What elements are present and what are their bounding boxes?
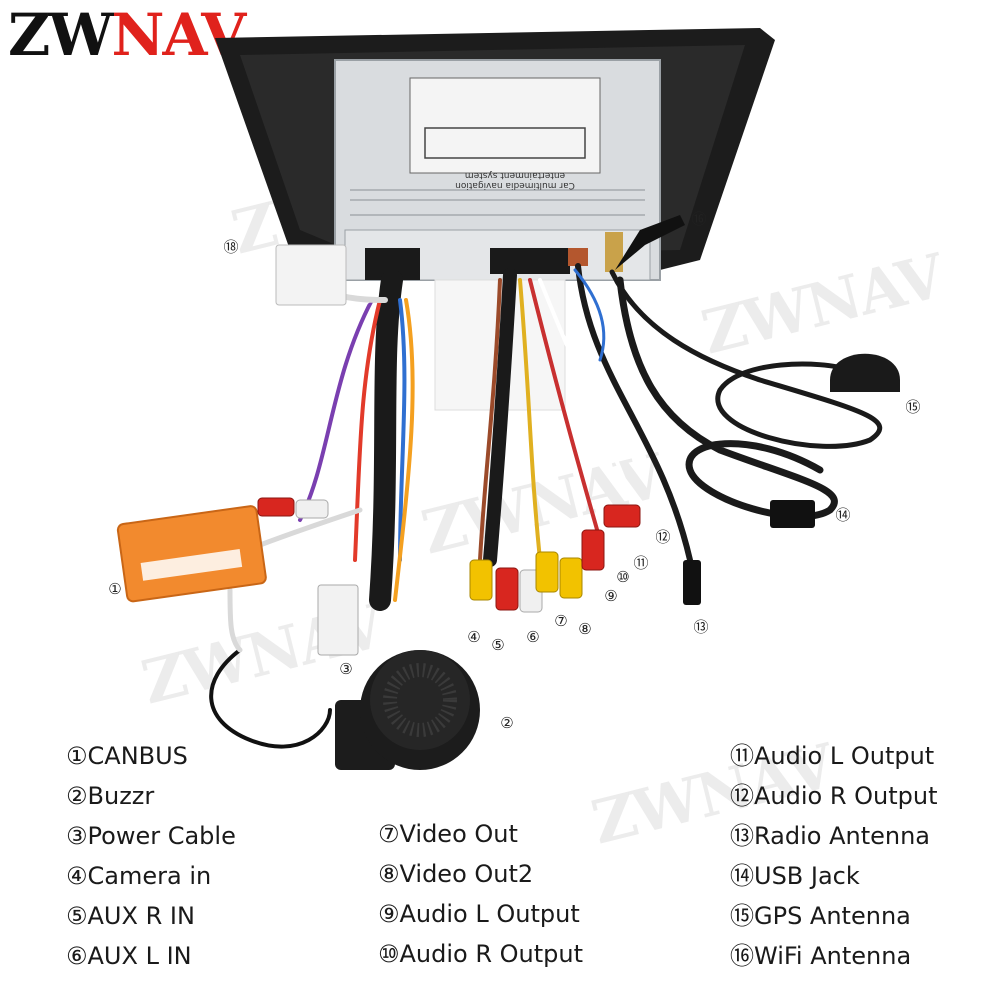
legend-item: ⑯WiFi Antenna (730, 942, 912, 970)
wire (353, 298, 382, 562)
legend-item: ③Power Cable (66, 822, 236, 850)
rca-plug-yellow (559, 557, 583, 599)
usb-cable (616, 276, 838, 520)
connector-radio (568, 248, 588, 266)
connector-gps (605, 232, 623, 272)
legend-item: ①CANBUS (66, 742, 188, 770)
harness-av (483, 268, 517, 567)
canbus-box (116, 505, 267, 603)
unit-sticker-box (424, 127, 586, 159)
wire (538, 278, 642, 522)
wire (298, 298, 374, 522)
callout-15: ⑮ (905, 398, 921, 416)
callout-2: ② (500, 714, 514, 732)
legend-item: ⑤AUX R IN (66, 902, 195, 930)
legend-item: ④Camera in (66, 862, 212, 890)
legend-column-3: ⑪Audio L Output ⑫Audio R Output ⑬Radio A… (730, 736, 938, 976)
rca-plug-red (495, 567, 519, 611)
legend-item: ⑨Audio L Output (378, 900, 580, 928)
wifi-antenna (615, 215, 685, 270)
callout-18: ⑱ (223, 238, 239, 256)
callout-10: ⑩ (616, 568, 630, 586)
legend-item: ⑩Audio R Output (378, 940, 584, 968)
rca-plug-yellow (535, 551, 559, 593)
callout-7: ⑦ (554, 612, 568, 630)
callout-5: ⑤ (491, 636, 505, 654)
wire (298, 298, 372, 432)
wire (573, 268, 606, 362)
power-plug (317, 584, 359, 656)
callout-1: ① (108, 580, 122, 598)
radio-antenna-plug (683, 560, 701, 605)
harness-main (369, 269, 403, 611)
callout-16: ⑯ (691, 210, 707, 228)
legend-item: ②Buzzr (66, 782, 155, 810)
callout-6: ⑥ (526, 628, 540, 646)
unit-sticker (409, 77, 601, 174)
legend-item: ⑦Video Out (378, 820, 518, 848)
canbus-wire (227, 587, 243, 653)
wire (398, 298, 407, 562)
unit-label: Car multimedia navigation entertainment … (455, 170, 575, 190)
harness-plug (275, 244, 347, 306)
wire (393, 298, 415, 602)
legend-column-2: ⑦Video Out ⑧Video Out2 ⑨Audio L Output ⑩… (378, 814, 583, 974)
gps-cable (609, 269, 883, 449)
brand-logo: ZWNAV (8, 0, 246, 70)
legend-column-1: ①CANBUS ②Buzzr ③Power Cable ④Camera in ⑤… (66, 736, 236, 976)
rca-plug-yellow (469, 559, 493, 601)
connector-av (490, 248, 570, 274)
callout-4: ④ (467, 628, 481, 646)
buzzer-cable (209, 648, 332, 749)
callout-8: ⑧ (578, 620, 592, 638)
rca-plug-red (581, 529, 605, 571)
callout-13: ⑬ (693, 618, 709, 636)
legend-item: ⑫Audio R Output (730, 782, 938, 810)
wire (528, 278, 602, 542)
legend-item: ⑪Audio L Output (730, 742, 935, 770)
legend-item: ⑮GPS Antenna (730, 902, 911, 930)
rca-plug-white (295, 499, 329, 519)
radio-antenna-cable (575, 263, 693, 563)
legend-item: ⑥AUX L IN (66, 942, 192, 970)
callout-11: ⑪ (633, 554, 649, 572)
buzzer (335, 650, 480, 770)
legend-item: ⑬Radio Antenna (730, 822, 931, 850)
wire (518, 278, 542, 562)
legend-item: ⑭USB Jack (730, 862, 860, 890)
callout-12: ⑫ (655, 528, 671, 546)
callout-14: ⑭ (835, 506, 851, 524)
wire (478, 278, 502, 562)
canbus-wire (257, 507, 363, 548)
usb-plug (770, 500, 815, 528)
legend-item: ⑧Video Out2 (378, 860, 534, 888)
gps-puck (830, 353, 900, 392)
rca-plugs (257, 497, 641, 613)
brand-logo-part1: ZW (8, 1, 113, 69)
rca-plug-red (257, 497, 295, 517)
rca-plug-red (603, 504, 641, 528)
callout-3: ③ (339, 660, 353, 678)
callout-9: ⑨ (604, 587, 618, 605)
